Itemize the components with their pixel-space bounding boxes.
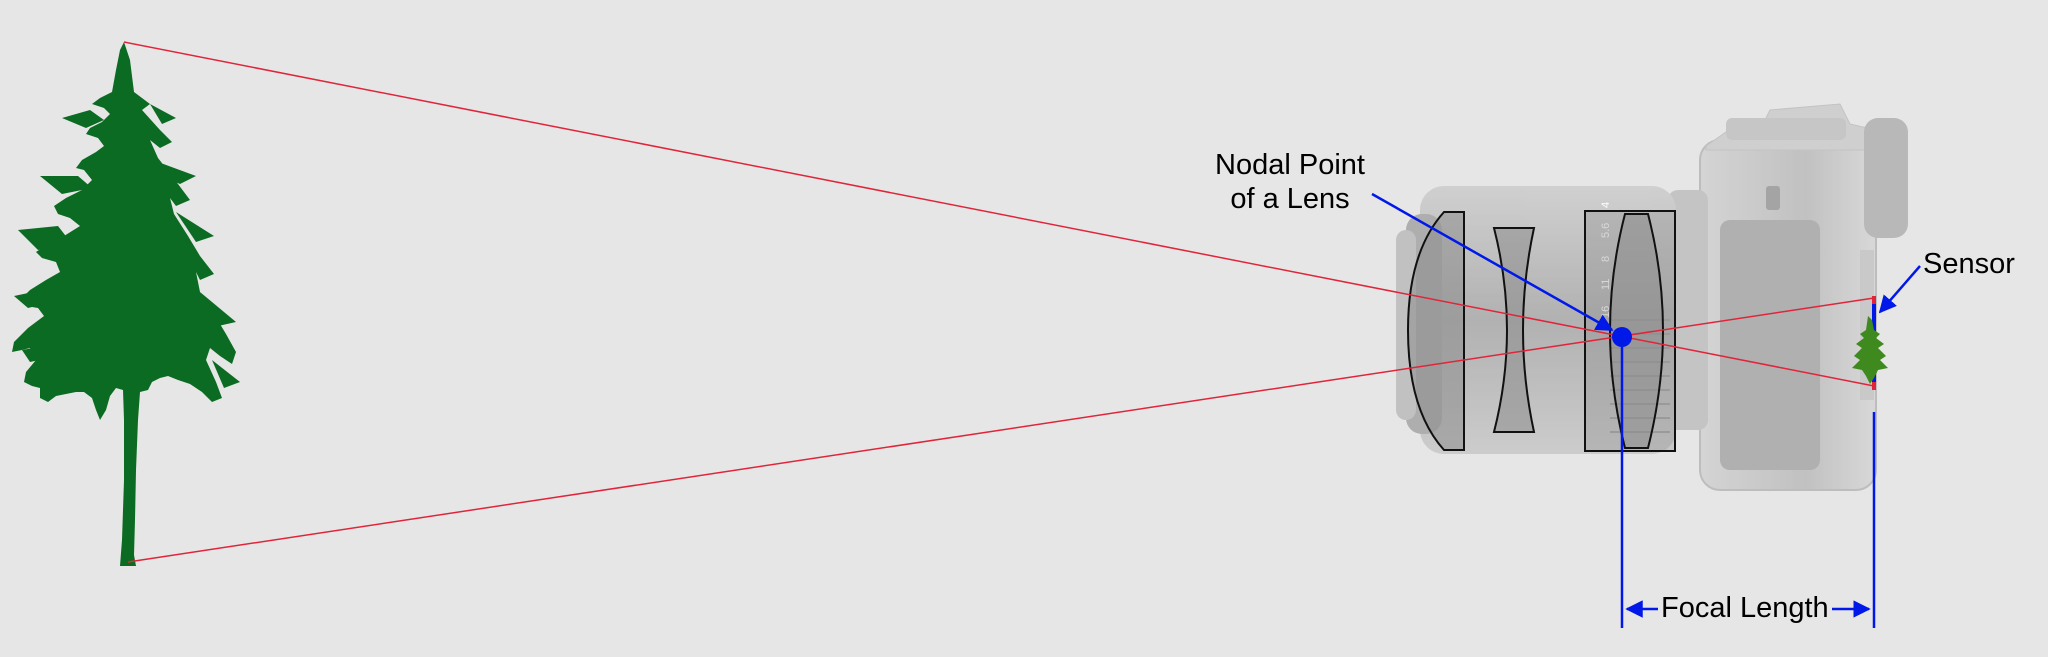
inverted-tree-icon	[1852, 316, 1888, 384]
tree-icon	[12, 42, 240, 566]
front-lens-element	[1406, 211, 1465, 451]
light-rays	[123, 41, 1875, 563]
camera-icon	[1396, 103, 1908, 491]
nodal-point-pointer	[1371, 192, 1614, 332]
nodal-point-dot	[1612, 327, 1632, 347]
sensor-label: Sensor	[1923, 248, 2015, 280]
aperture-mark: 5.6	[1600, 223, 1612, 238]
ray-bottom	[127, 297, 1875, 563]
nodal-point-label-line1: Nodal Point	[1215, 149, 1365, 181]
ray-top	[123, 41, 1875, 387]
nodal-point-label: Nodal Point of a Lens	[1160, 148, 1420, 216]
aperture-mark: 11	[1600, 279, 1612, 290]
sensor-pointer	[1878, 265, 1921, 314]
nodal-point-label-line2: of a Lens	[1230, 183, 1350, 215]
focal-length-label: Focal Length	[1658, 591, 1832, 625]
aperture-mark: 8	[1600, 256, 1612, 262]
aperture-mark: 4	[1600, 202, 1612, 208]
